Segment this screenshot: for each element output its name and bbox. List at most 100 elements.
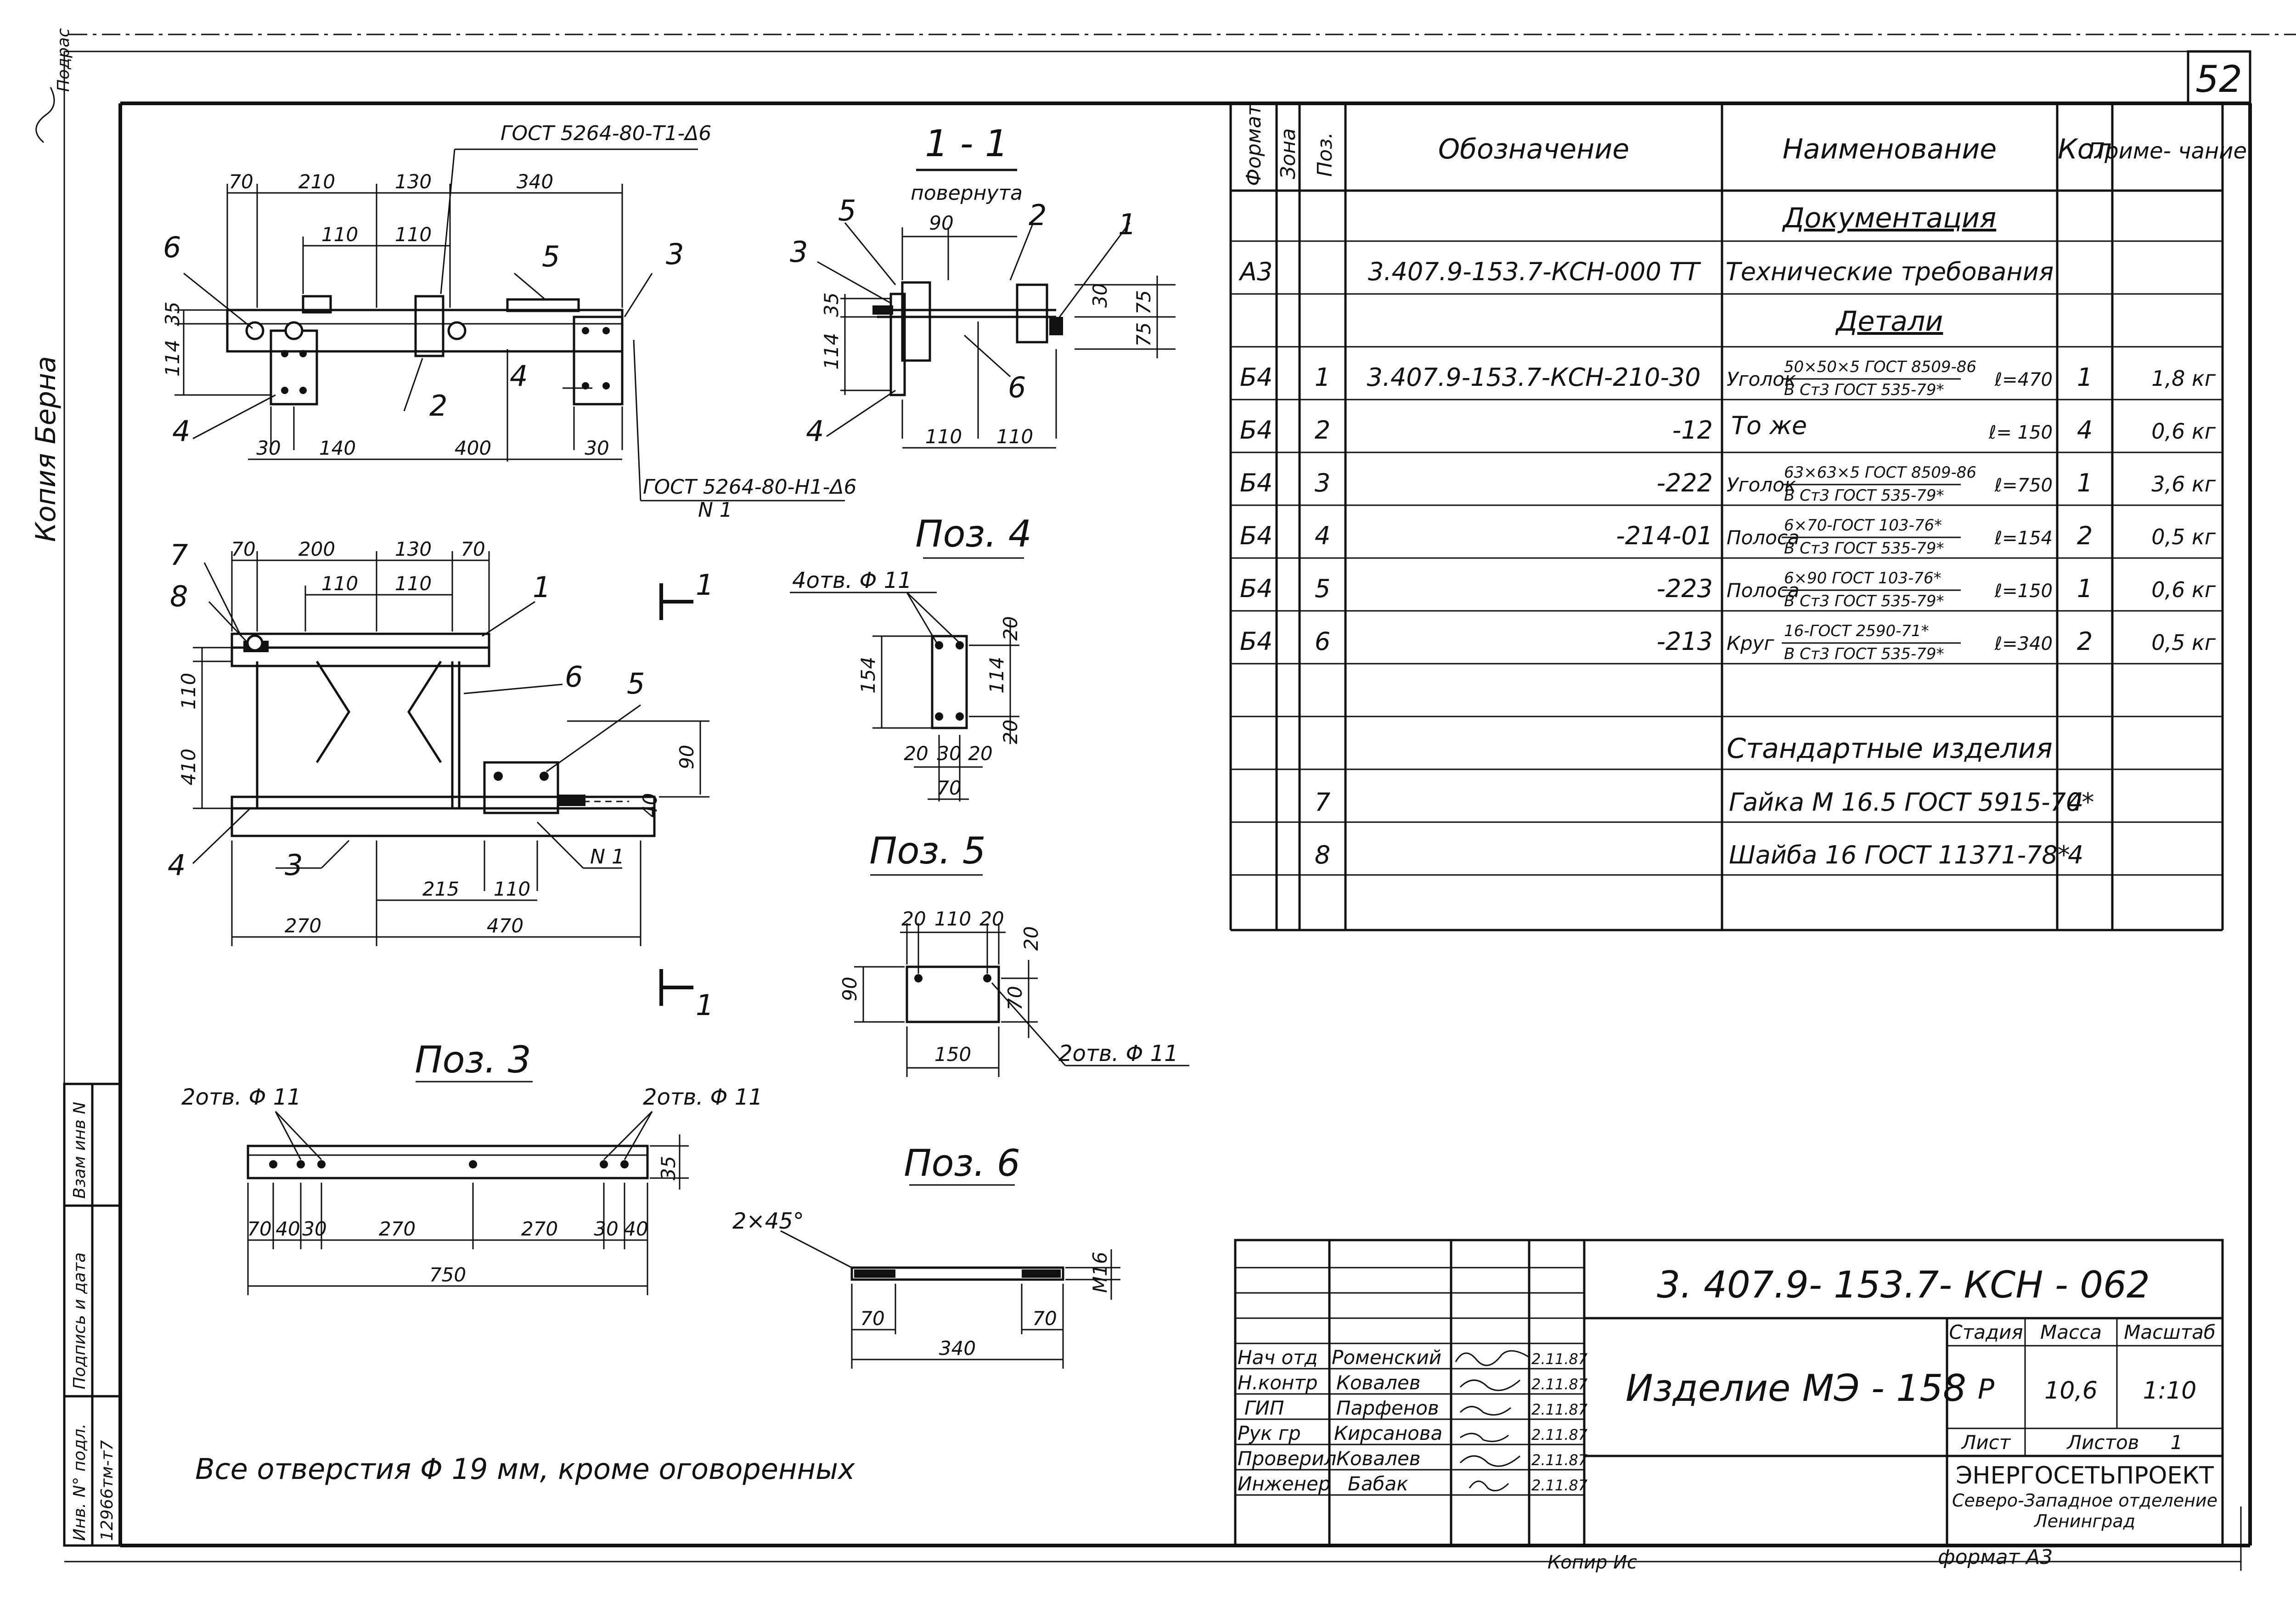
- spec-header-pos: Поз.: [1313, 132, 1337, 177]
- position-label: 4: [172, 414, 190, 448]
- dim-text: 90: [838, 977, 861, 1001]
- spec-cell-spec-bottom: В Ст3 ГОСТ 535-79*: [1784, 486, 1944, 505]
- dim-text: 270: [379, 1218, 416, 1240]
- spec-cell-length: ℓ=750: [1994, 475, 2053, 496]
- dim-text: 20: [999, 720, 1022, 744]
- pos4-holes: 4отв. Φ 11: [792, 568, 912, 593]
- dim-text: 470: [487, 914, 523, 937]
- dim-text: 110: [925, 425, 962, 448]
- role-cell: Нач отд: [1238, 1346, 1318, 1369]
- spec-cell-spec-bottom: В Ст3 ГОСТ 535-79*: [1784, 539, 1944, 558]
- position-label: 6: [163, 231, 181, 264]
- date-cell: 2.11.87: [1531, 1477, 1588, 1494]
- spec-cell-format: Б4: [1240, 574, 1272, 603]
- spec-cell-length: ℓ=150: [1994, 581, 2053, 602]
- position-label: 3: [790, 235, 808, 269]
- spec-cell-pos: 2: [1315, 416, 1330, 445]
- pos4-detail: [790, 557, 1024, 801]
- org-city: Ленинград: [2033, 1511, 2135, 1531]
- spec-cell-spec-bottom: В Ст3 ГОСТ 535-79*: [1784, 381, 1944, 399]
- dim-text: 40: [639, 793, 661, 818]
- pos6-detail: [780, 1184, 1120, 1369]
- weld-standard-bottom: ГОСТ 5264-80-Н1-Δ6: [643, 475, 857, 499]
- spec-cell-pos: 8: [1315, 841, 1330, 869]
- dim-text: 340: [517, 170, 553, 193]
- spec-cell-designation: 3.407.9-153.7-КСН-210-30: [1367, 363, 1700, 392]
- spec-cell-length: ℓ= 150: [1988, 422, 2053, 443]
- dim-text: 30: [937, 742, 961, 765]
- spec-cell-format: Б4: [1240, 416, 1272, 445]
- dim-text: 750: [429, 1264, 466, 1286]
- weld-standard-note: N 1: [698, 498, 732, 522]
- person-name: Ковалев: [1336, 1447, 1420, 1470]
- dim-text: 340: [939, 1337, 976, 1360]
- pos5-detail: [854, 874, 1189, 1077]
- main-elevation-view: [174, 148, 845, 502]
- position-label: 3: [285, 848, 303, 882]
- format-note: формат А3: [1938, 1546, 2053, 1569]
- dim-text: 110: [996, 425, 1033, 448]
- position-label: 2: [1029, 198, 1047, 232]
- dim-text: 90: [929, 212, 953, 234]
- mass-value: 10,6: [2044, 1377, 2098, 1405]
- dim-text: 410: [177, 749, 200, 785]
- dim-text: 400: [455, 437, 491, 459]
- dim-text: 20: [968, 742, 992, 765]
- weld-mark: N 1: [590, 845, 625, 869]
- dim-text: 110: [177, 673, 200, 710]
- dim-text: 140: [319, 437, 356, 459]
- pos5-holes: 2отв. Φ 11: [1058, 1041, 1178, 1066]
- spec-cell-format: Б4: [1240, 627, 1272, 656]
- spec-cell-name: Круг: [1727, 632, 1774, 654]
- inv-label-replace: Взам инв N: [70, 1102, 89, 1199]
- dim-text: 70: [247, 1218, 271, 1240]
- spec-cell-pos: 6: [1315, 627, 1330, 656]
- dim-text: 70: [231, 538, 255, 560]
- dim-text: 90: [675, 745, 698, 769]
- dim-text: 35: [161, 302, 184, 326]
- dim-text: 200: [298, 538, 335, 560]
- position-label: 5: [627, 667, 645, 700]
- spec-cell-note: 0,5 кг: [2151, 630, 2216, 655]
- dim-text: 70: [1032, 1307, 1057, 1330]
- spec-cell-length: ℓ=470: [1994, 369, 2053, 390]
- position-label: 4: [168, 848, 186, 882]
- section-subtitle: повернута: [911, 181, 1023, 205]
- spec-cell-spec-bottom: В Ст3 ГОСТ 535-79*: [1784, 592, 1944, 610]
- dim-text: 110: [395, 223, 432, 246]
- spec-cell-name: Технические требования: [1726, 257, 2054, 286]
- dim-text: 70: [860, 1307, 884, 1330]
- position-label: 5: [838, 194, 856, 227]
- spec-cell-designation: -222: [1656, 468, 1713, 497]
- date-cell: 2.11.87: [1531, 1350, 1588, 1368]
- position-label: 4: [510, 359, 528, 393]
- plan-view: [192, 551, 709, 1006]
- dim-text: М16: [1089, 1252, 1111, 1293]
- dim-text: 210: [298, 170, 335, 193]
- dim-text: 110: [321, 223, 358, 246]
- sheet-label: Лист: [1961, 1431, 2011, 1454]
- dim-text: 20: [979, 908, 1004, 930]
- spec-cell-designation: -214-01: [1616, 521, 1713, 550]
- dim-text: 150: [934, 1043, 971, 1066]
- inv-label-original: Инв. N° подл.: [70, 1423, 89, 1541]
- pos3-holes-left: 2отв. Φ 11: [181, 1084, 301, 1110]
- margin-corner-note: Подрас: [54, 28, 73, 92]
- org-branch: Северо-Западное отделение: [1952, 1490, 2217, 1511]
- position-label: 4: [806, 414, 824, 448]
- spec-cell-designation: 3.407.9-153.7-КСН-000 ТТ: [1368, 257, 1701, 286]
- dim-text: 30: [256, 437, 281, 459]
- dim-text: 75: [1132, 322, 1155, 347]
- role-cell: ГИП: [1244, 1397, 1284, 1419]
- role-cell: Проверил: [1238, 1447, 1336, 1470]
- spec-cell-pos: 5: [1315, 574, 1330, 603]
- org-name: ЭНЕРГОСЕТЬПРОЕКТ: [1956, 1462, 2214, 1489]
- dim-text: 70: [461, 538, 485, 560]
- spec-header-designation: Обозначение: [1438, 133, 1629, 165]
- inv-label-signature: Подпись и дата: [70, 1252, 89, 1389]
- pos3-title: Поз. 3: [415, 1038, 531, 1081]
- drawing-code: 3. 407.9- 153.7- КСН - 062: [1657, 1264, 2150, 1306]
- spec-header-qty: Кол: [2058, 133, 2112, 165]
- spec-cell-qty: 1: [2077, 574, 2093, 603]
